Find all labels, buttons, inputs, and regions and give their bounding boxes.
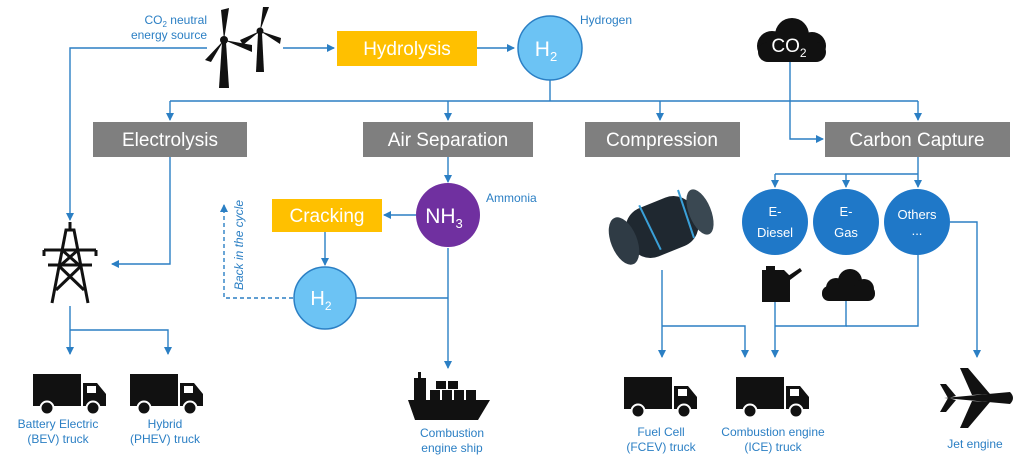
e-gas-circle <box>813 189 879 255</box>
line-egas-to-ice <box>775 300 847 327</box>
e-diesel-circle <box>742 189 808 255</box>
hydrogen-label: Hydrogen <box>580 13 632 27</box>
ship-label-line2: engine ship <box>421 441 483 455</box>
fuel-can-icon <box>762 266 802 302</box>
hydrogen-tank-icon <box>608 189 714 265</box>
h2-lower-circle <box>293 266 357 330</box>
airplane-icon <box>940 368 1013 428</box>
ammonia-label: Ammonia <box>486 191 537 205</box>
bev-label-line1: Battery Electric <box>18 417 99 431</box>
e-gas-line2: Gas <box>834 225 858 240</box>
h2-top-text: H2 <box>535 38 557 64</box>
gas-cloud-icon <box>822 269 875 301</box>
ice-label-line1: Combustion engine <box>721 425 825 439</box>
energy-source-label: energy source <box>131 28 207 42</box>
e-diesel-line2: Diesel <box>757 225 793 240</box>
arrow-electrolysis-to-grid <box>111 157 171 268</box>
back-in-cycle-label: Back in the cycle <box>232 200 246 290</box>
ship-label-line1: Combustion <box>420 426 484 440</box>
arrow-back-in-cycle <box>220 204 293 299</box>
h2-top-circle <box>517 15 583 81</box>
jet-label: Jet engine <box>947 437 1003 451</box>
ship-icon <box>408 372 490 420</box>
wind-turbine-icon <box>205 7 281 88</box>
compression-label: Compression <box>606 130 718 151</box>
hydrolysis-label: Hydrolysis <box>363 39 451 60</box>
arrow-others-to-jet <box>950 221 981 358</box>
nh3-circle <box>416 183 480 247</box>
carbon-capture-label: Carbon Capture <box>849 130 984 151</box>
phev-label-line1: Hybrid <box>148 417 183 431</box>
phev-truck-icon <box>129 373 204 416</box>
co2-cloud-text: CO2 <box>771 36 807 60</box>
co2-neutral-label: CO2 neutral <box>145 13 207 29</box>
carbon-capture-box <box>825 122 1010 157</box>
fcev-label-line1: Fuel Cell <box>637 425 684 439</box>
phev-label-line2: (PHEV) truck <box>130 432 201 446</box>
line-others-to-ice <box>846 252 919 327</box>
others-line2: ... <box>912 223 923 238</box>
power-pylon-icon <box>42 222 98 304</box>
cracking-box <box>272 199 382 232</box>
others-line1: Others <box>897 207 937 222</box>
electrolysis-label: Electrolysis <box>122 130 218 151</box>
ice-label-line2: (ICE) truck <box>744 440 802 454</box>
air-separation-box <box>363 122 533 157</box>
co2-cloud-icon <box>757 18 826 62</box>
bev-label-line2: (BEV) truck <box>27 432 89 446</box>
arrow-source-to-grid <box>66 47 207 221</box>
hydrolysis-box <box>337 31 477 66</box>
electrolysis-box <box>93 122 247 157</box>
e-diesel-line1: E- <box>769 204 782 219</box>
e-gas-line1: E- <box>840 204 853 219</box>
nh3-text: NH3 <box>425 205 463 231</box>
air-separation-label: Air Separation <box>388 130 508 151</box>
arrow-compression-to-ice <box>662 325 749 358</box>
fcev-truck-icon <box>623 376 698 419</box>
h2-lower-text: H2 <box>310 288 331 313</box>
ice-truck-icon <box>735 376 810 419</box>
bev-truck-icon <box>32 373 107 416</box>
arrow-grid-to-phev <box>70 329 172 355</box>
cracking-label: Cracking <box>290 206 365 227</box>
compression-box <box>585 122 740 157</box>
flow-lines <box>66 44 981 369</box>
arrow-co2-to-carbon-capture <box>789 62 824 143</box>
others-circle <box>884 189 950 255</box>
fcev-label-line2: (FCEV) truck <box>626 440 696 454</box>
